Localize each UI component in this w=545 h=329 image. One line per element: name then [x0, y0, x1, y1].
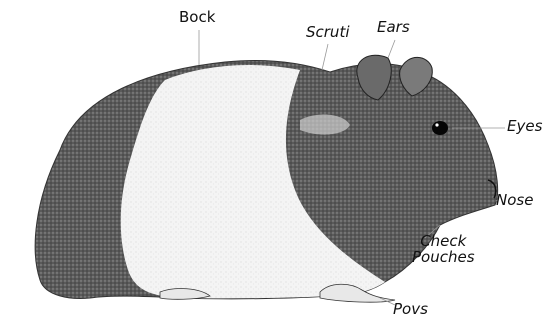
- label-scruff: Scruti: [306, 25, 350, 41]
- ears-leader: [388, 40, 395, 58]
- label-cheek-line2: Pouches: [412, 250, 475, 266]
- scruff-leader: [322, 44, 328, 70]
- eye: [432, 121, 448, 135]
- label-ears: Ears: [377, 20, 410, 36]
- label-cheek-pouches: Check Pouches: [412, 234, 475, 266]
- label-eyes: Eyes: [507, 119, 542, 135]
- label-nose: Nose: [496, 193, 533, 209]
- label-paws: Povs: [393, 302, 428, 318]
- label-back: Bock: [179, 10, 215, 26]
